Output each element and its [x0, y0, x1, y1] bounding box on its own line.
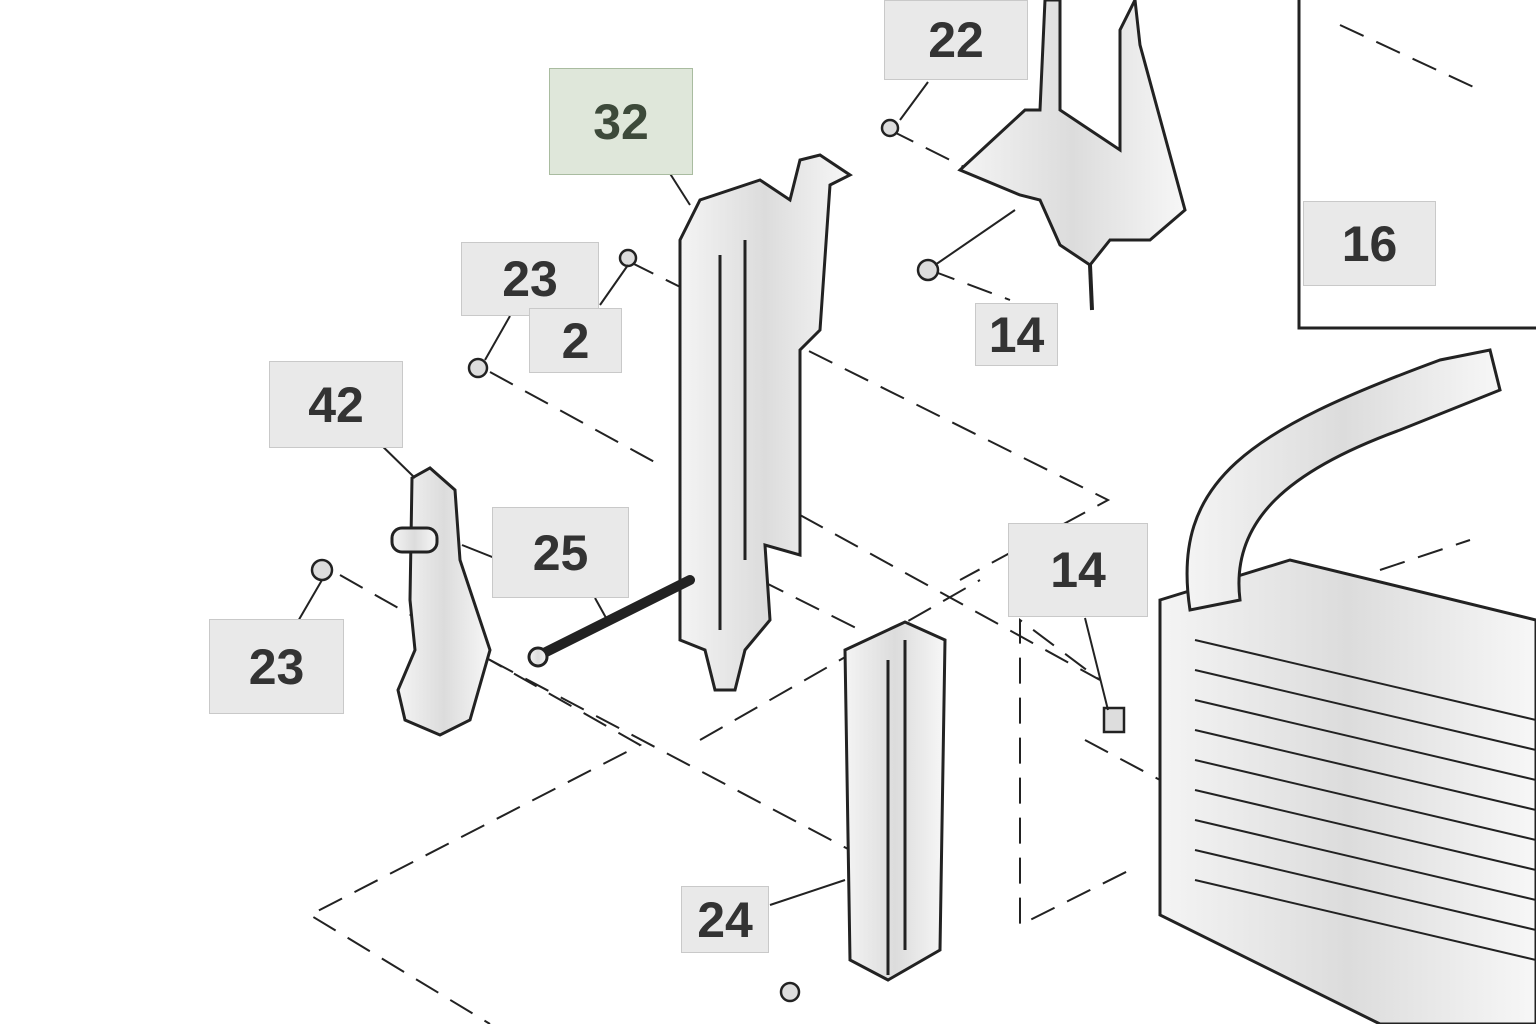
part-42-plate: [390, 466, 492, 737]
callout-22[interactable]: 22: [884, 0, 1028, 80]
callout-23-lower[interactable]: 23: [209, 619, 344, 714]
radiator-intercooler: [1158, 348, 1536, 1024]
callout-2[interactable]: 2: [529, 308, 622, 373]
part-25-bolt: [527, 575, 695, 668]
part-32-bracket: [678, 153, 853, 692]
detail-inset-frame: [1297, 0, 1536, 330]
callout-24[interactable]: 24: [681, 886, 769, 953]
callout-14-upper[interactable]: 14: [975, 303, 1058, 366]
leader-lines: [289, 81, 1109, 906]
callout-16[interactable]: 16: [1303, 201, 1436, 286]
callout-14-lower[interactable]: 14: [1008, 523, 1148, 617]
part-24-channel: [843, 620, 947, 982]
callout-42[interactable]: 42: [269, 361, 403, 448]
callout-32[interactable]: 32: [549, 68, 693, 175]
callout-25[interactable]: 25: [492, 507, 629, 598]
callout-23-upper[interactable]: 23: [461, 242, 599, 316]
part-22-bracket: [957, 0, 1187, 311]
fasteners: [310, 118, 1126, 1003]
